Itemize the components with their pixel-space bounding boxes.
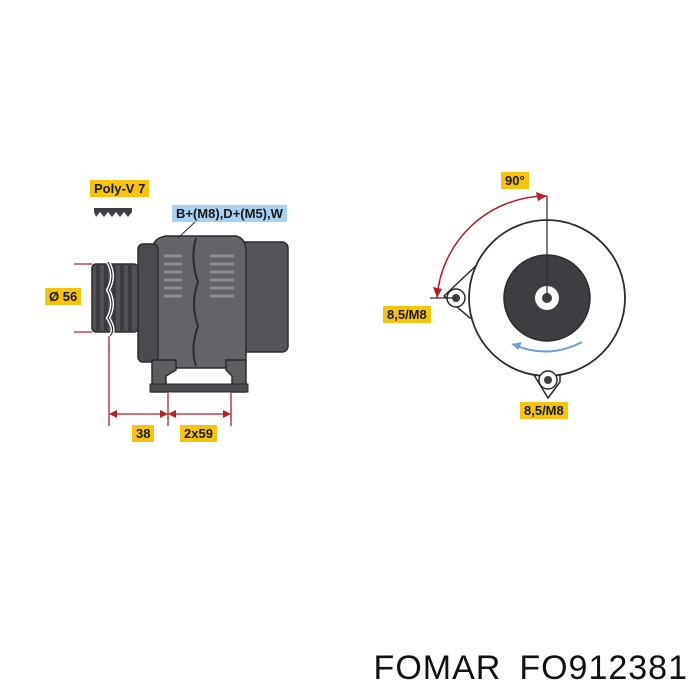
- dimension-lines: [74, 263, 232, 426]
- upper-bolt-label: 8,5/M8: [383, 306, 431, 323]
- product-caption: FOMAR FO912381: [374, 649, 688, 688]
- part-number: FO912381: [519, 649, 688, 687]
- front-dimension-label: 38: [132, 425, 155, 442]
- belt-label: Poly-V 7: [90, 180, 150, 197]
- pulley-diameter-label: Ø 56: [45, 288, 82, 305]
- housing-seam: [192, 237, 200, 367]
- connections-label: B+(M8),D+(M5),W: [172, 205, 287, 222]
- pulley: [91, 263, 139, 333]
- mount-dimension-label: 2x59: [180, 425, 217, 442]
- poly-v-profile-icon: [94, 208, 132, 217]
- dimension-arrowheads: [109, 410, 231, 418]
- alternator-front-view: [442, 219, 626, 400]
- vent-slots-rear: [210, 254, 234, 298]
- angle-label: 90°: [501, 172, 529, 189]
- angle-indicator: [430, 192, 548, 299]
- brand-name: FOMAR: [373, 649, 502, 687]
- mount-bar: [149, 383, 249, 393]
- vent-slots-front: [164, 254, 182, 298]
- connections-leader: [177, 220, 197, 239]
- front-shield: [137, 243, 159, 363]
- lower-bolt-label: 8,5/M8: [520, 402, 568, 419]
- alternator-side-view: [91, 235, 289, 393]
